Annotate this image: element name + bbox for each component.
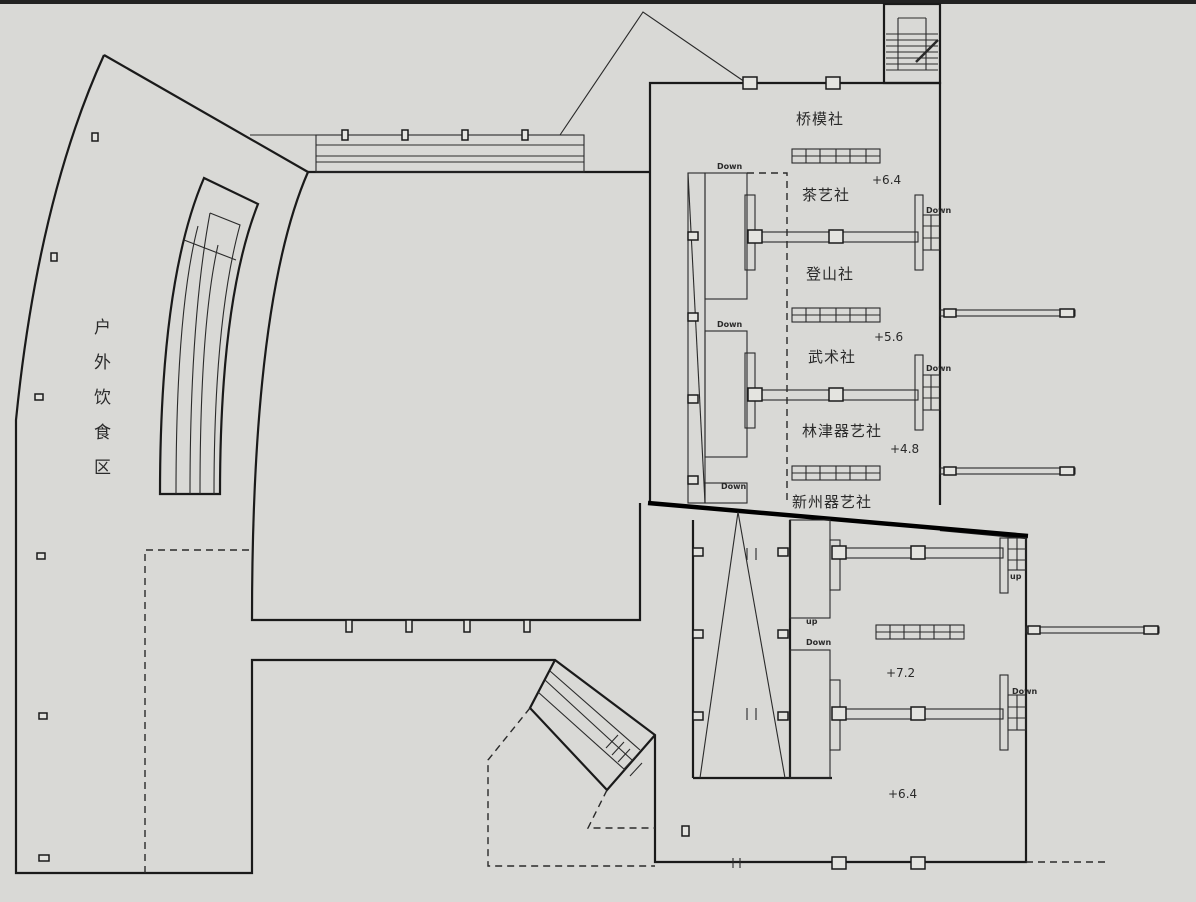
club-label-folk-instrument: 林津器艺社	[802, 422, 883, 440]
club-label-mountaineering: 登山社	[806, 265, 855, 283]
corridor-bridge	[315, 134, 585, 173]
right-beams	[939, 308, 1160, 635]
elevation-label: +5.6	[874, 330, 904, 344]
stair-down-mark: Down	[717, 320, 743, 329]
stair-down-mark: Down	[721, 482, 747, 491]
angled-stair	[487, 659, 656, 867]
stair-down-mark: Down	[1012, 687, 1038, 696]
stair-down-mark: Down	[717, 162, 743, 171]
elevation-label: +4.8	[890, 442, 920, 456]
section-cut-line	[647, 500, 1029, 539]
elevation-label: +7.2	[886, 666, 916, 680]
elevation-label: +6.4	[872, 173, 902, 187]
top-stair-tower	[882, 2, 942, 85]
upper-block-outline	[648, 81, 942, 505]
wall-openings-left	[34, 132, 99, 862]
club-label-tea-art: 茶艺社	[802, 186, 851, 204]
lower-block	[681, 511, 1105, 870]
club-label-bridge: 桥模社	[796, 110, 845, 128]
curved-bleachers	[158, 176, 260, 496]
truss-elements	[791, 148, 965, 640]
elevation-label: +6.4	[888, 787, 918, 801]
outdoor-dining-wing-outline	[14, 54, 1028, 875]
upper-stairs	[687, 172, 788, 504]
outdoor-dining-inner-wall	[103, 54, 642, 622]
club-label-instrument2: 新州器艺社	[792, 493, 873, 511]
bridge-posts	[341, 129, 531, 633]
stair-down-mark: Down	[926, 364, 952, 373]
upper-bridges	[747, 194, 941, 431]
stair-down-mark: Down	[806, 638, 832, 647]
stair-up-mark: up	[1010, 572, 1022, 581]
stair-down-mark: Down	[926, 206, 952, 215]
outdoor-dining-label: 户外饮食区	[90, 318, 110, 493]
stair-up-mark: up	[806, 617, 818, 626]
club-label-martial-arts: 武术社	[808, 348, 857, 366]
